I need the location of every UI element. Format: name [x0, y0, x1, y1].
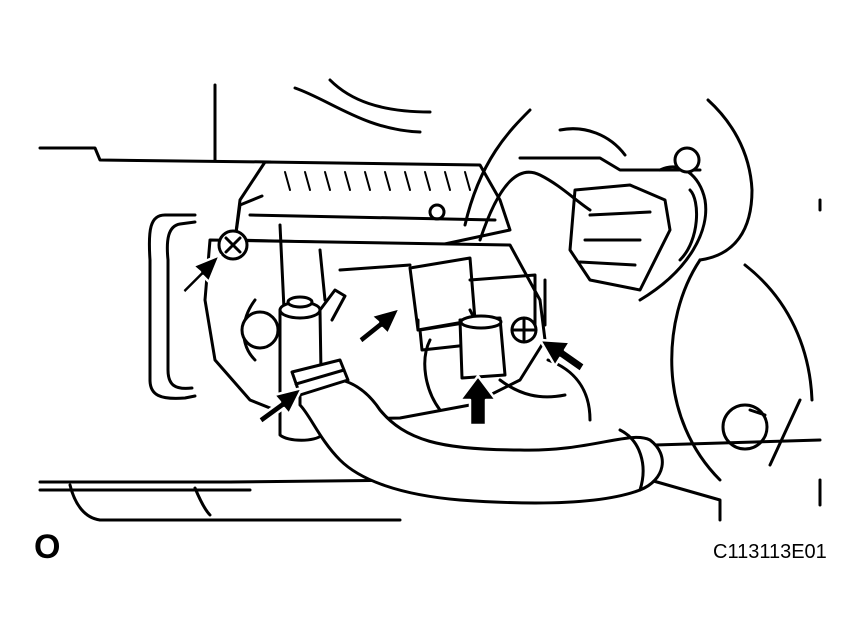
arrow-bolt-lower-left: [256, 386, 304, 426]
clamp-bolt: [510, 316, 538, 344]
figure-code-label: C113113E01: [713, 541, 827, 563]
wire-harness-connector: [463, 108, 708, 302]
arrow-connector: [356, 306, 402, 346]
mounting-bolt: [217, 229, 249, 261]
arrow-clamp-bolt: [538, 338, 587, 374]
arrow-bolt-upper-left: [180, 253, 222, 296]
arrow-hose-fitting: [458, 374, 498, 427]
coolant-hose: [290, 358, 664, 505]
front-direction-mark: O: [34, 528, 61, 566]
hose-fitting: [423, 314, 592, 422]
actuator-cover: [233, 160, 512, 247]
chassis-frame: [38, 78, 822, 522]
mounting-bracket: [147, 213, 197, 400]
drain-plug: [721, 403, 769, 451]
